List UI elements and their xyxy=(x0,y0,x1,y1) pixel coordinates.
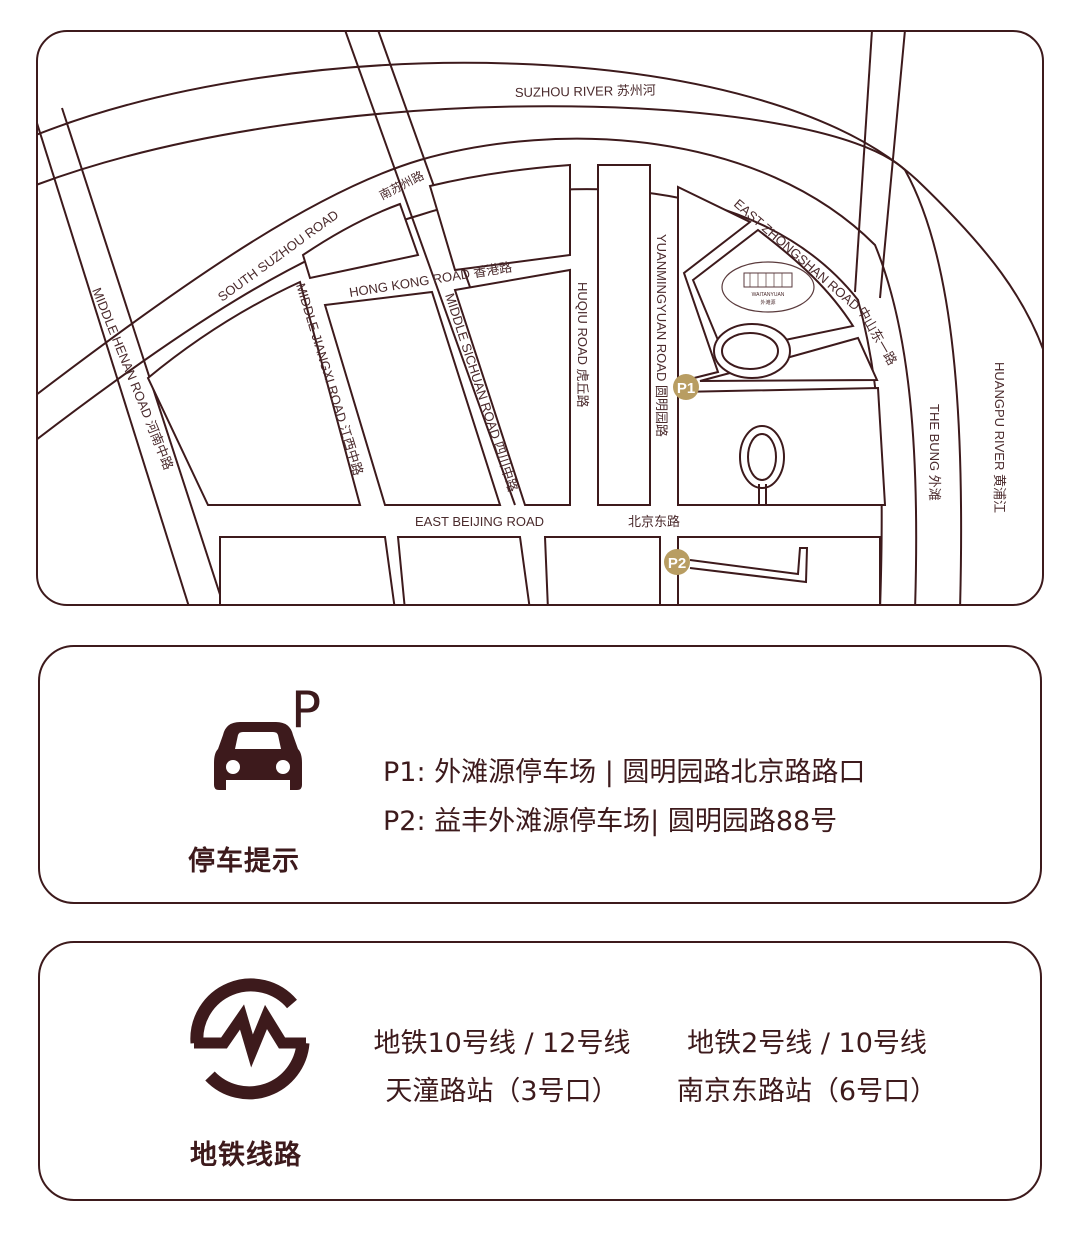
car-parking-icon: P xyxy=(214,681,321,790)
svg-text:WAITANYUAN: WAITANYUAN xyxy=(752,292,785,298)
suzhou-river-south-bank xyxy=(37,105,963,605)
middle-henan-road-east xyxy=(61,107,226,605)
parking-marker-p2[interactable]: P2 xyxy=(664,549,690,575)
metro-title: 地铁线路 xyxy=(190,1140,302,1171)
parking-info-card: P 停车提示 P1: 外滩源停车场 | 圆明园路北京路路口 P2: 益丰外滩源停… xyxy=(38,645,1042,904)
svg-text:P: P xyxy=(291,681,321,739)
label-huangpu-river: HUANGPU RIVER 黄浦江 xyxy=(992,362,1007,513)
area-map: WAITANYUAN 外滩源 SUZHOU RIVER 苏州河 南苏州路 SOU… xyxy=(36,30,1044,606)
label-the-bund: THE BUNG 外滩 xyxy=(927,404,942,501)
parking-line-p2: P2: 益丰外滩源停车场| 圆明园路88号 xyxy=(383,806,838,837)
zhongshan-north-west xyxy=(854,31,873,293)
north-road-west xyxy=(344,31,516,506)
label-beijing-road-cn: 北京东路 xyxy=(628,514,680,529)
zhongshan-north-east xyxy=(879,31,906,299)
parking-line-p1: P1: 外滩源停车场 | 圆明园路北京路路口 xyxy=(383,757,866,788)
parking-title: 停车提示 xyxy=(188,846,300,877)
shanghai-metro-logo-icon xyxy=(190,978,310,1100)
parking-marker-p1[interactable]: P1 xyxy=(673,374,699,400)
metro-lines-1: 地铁10号线 / 12号线 xyxy=(373,1028,631,1059)
svg-text:外滩源: 外滩源 xyxy=(760,299,775,306)
south-suzhou-road-north xyxy=(37,137,918,605)
label-east-beijing-road: EAST BEIJING ROAD xyxy=(415,514,544,529)
svg-text:P1: P1 xyxy=(677,380,695,397)
metro-lines-2: 地铁2号线 / 10号线 xyxy=(687,1028,927,1059)
suzhou-river-north-bank xyxy=(37,61,1043,371)
metro-station-1: 天潼路站（3号口） xyxy=(385,1076,619,1107)
label-yuanmingyuan-road: YUANMINGYUAN ROAD 圆明园路 xyxy=(654,234,669,437)
metro-info-card: 地铁线路 地铁10号线 / 12号线 天潼路站（3号口） 地铁2号线 / 10号… xyxy=(38,941,1042,1201)
label-huqiu-road: HUQIU ROAD 虎丘路 xyxy=(575,282,590,408)
label-suzhou-river: SUZHOU RIVER 苏州河 xyxy=(515,83,656,100)
map-frame xyxy=(36,30,1044,606)
waitanyuan-landmark-logo: WAITANYUAN 外滩源 xyxy=(721,261,815,313)
svg-text:P2: P2 xyxy=(668,555,686,572)
metro-station-2: 南京东路站（6号口） xyxy=(676,1076,938,1107)
middle-henan-road-west xyxy=(37,119,191,605)
